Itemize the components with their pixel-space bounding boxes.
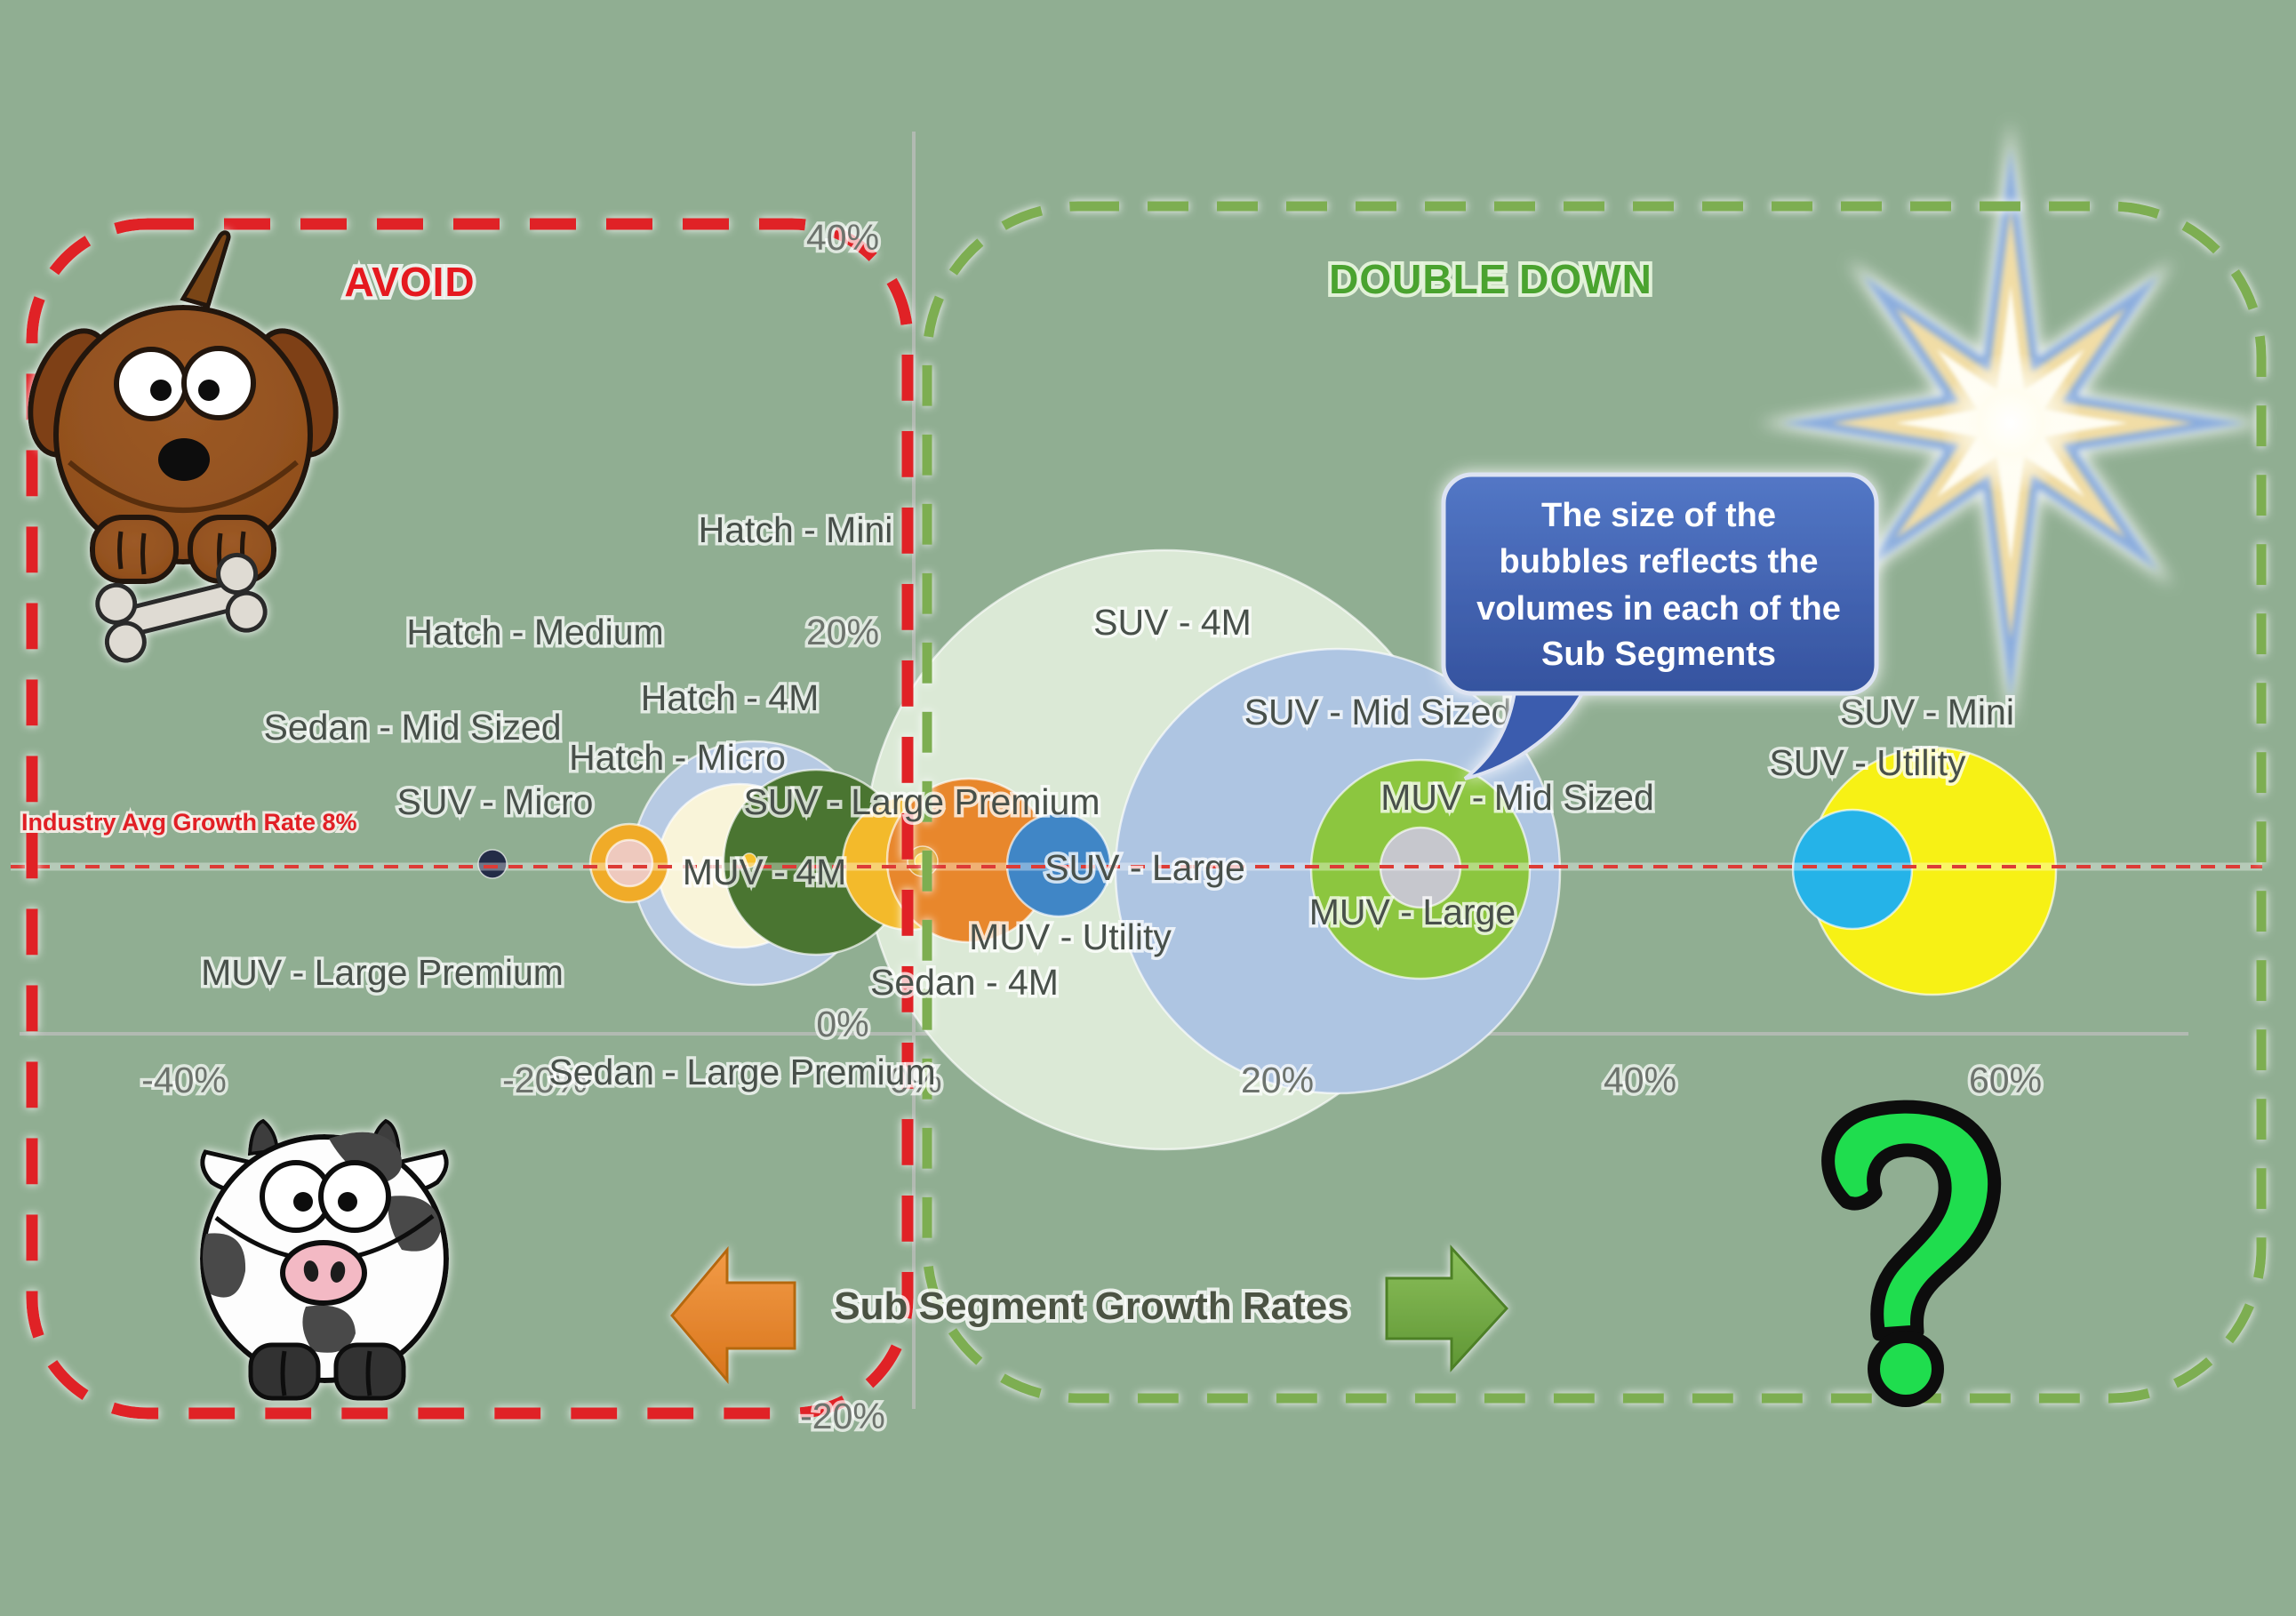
label-muv-large-premium: MUV - Large Premium bbox=[201, 952, 564, 993]
label-muv-mid-sized: MUV - Mid Sized bbox=[1380, 777, 1654, 818]
cow-right-nostril bbox=[330, 1261, 346, 1283]
star-icon bbox=[1758, 120, 2269, 729]
x-tick-0%: 0% bbox=[889, 1060, 941, 1100]
x-axis-title-group: Sub Segment Growth Rates bbox=[670, 1244, 1509, 1385]
left-arrow-icon bbox=[670, 1245, 796, 1385]
callout-line-3: volumes in each of the bbox=[1476, 590, 1841, 628]
y-tick-40%: 40% bbox=[806, 217, 879, 258]
callout-line-2: bubbles reflects the bbox=[1500, 543, 1819, 580]
label-sedan-mid-sized: Sedan - Mid Sized bbox=[263, 707, 561, 748]
question-mark-icon bbox=[1821, 1100, 2002, 1407]
x-axis-title: Sub Segment Growth Rates bbox=[834, 1284, 1348, 1328]
dog-left-paw bbox=[90, 515, 179, 584]
bubbles-layer bbox=[477, 548, 2058, 1151]
cow-head-patch bbox=[329, 1132, 403, 1184]
x-tick--20%: -20% bbox=[502, 1060, 588, 1100]
y-tick--20%: -20% bbox=[800, 1396, 885, 1436]
label-suv-mini: SUV - Mini bbox=[1840, 692, 2014, 732]
label-suv-mid-sized: SUV - Mid Sized bbox=[1244, 692, 1512, 732]
label-hatch-4m: Hatch - 4M bbox=[641, 677, 820, 718]
label-muv-4m: MUV - 4M bbox=[683, 852, 847, 892]
cow-icon bbox=[200, 1118, 449, 1401]
question-mark-dot bbox=[1868, 1331, 1944, 1407]
double-down-quadrant-box bbox=[922, 201, 2267, 1404]
dog-right-eye bbox=[181, 346, 256, 420]
x-tick--40%: -40% bbox=[141, 1060, 227, 1100]
dog-nose bbox=[158, 438, 210, 481]
y-tick-0%: 0% bbox=[816, 1004, 868, 1044]
avoid-quadrant-box bbox=[26, 218, 914, 1420]
label-hatch-micro: Hatch - Micro bbox=[569, 737, 786, 778]
label-hatch-medium: Hatch - Medium bbox=[406, 612, 663, 652]
bubble-suv-mini bbox=[1791, 808, 1914, 931]
label-sedan-large-premium: Sedan - Large Premium bbox=[548, 1052, 935, 1092]
label-muv-large: MUV - Large bbox=[1309, 892, 1516, 932]
speech-bubble-body bbox=[1441, 472, 1879, 696]
dog-tail bbox=[180, 230, 231, 309]
cow-left-horn bbox=[247, 1118, 280, 1156]
label-suv-large: SUV - Large bbox=[1044, 847, 1245, 888]
cow-left-nostril bbox=[303, 1260, 319, 1282]
dog-bone bbox=[95, 552, 268, 663]
dog-right-pupil bbox=[198, 380, 220, 401]
cow-right-pupil bbox=[338, 1192, 357, 1212]
dog-left-pupil bbox=[150, 380, 172, 401]
dog-smile bbox=[68, 460, 299, 513]
ticks-layer: -40% -20% 0% 20% 40% 60% 40% 20% 0% -20% bbox=[139, 214, 2045, 1440]
label-suv-4m: SUV - 4M bbox=[1093, 602, 1252, 643]
dog-icon bbox=[28, 230, 339, 663]
cow-left-pupil bbox=[293, 1192, 313, 1212]
label-muv-utility: MUV - Utility bbox=[969, 916, 1172, 957]
x-tick-40%: 40% bbox=[1604, 1060, 1676, 1100]
speech-bubble: The size of the bubbles reflects the vol… bbox=[1441, 472, 1879, 780]
bubble-sedan-mid-sized-inner bbox=[604, 838, 654, 888]
double-down-title: DOUBLE DOWN bbox=[1329, 256, 1652, 302]
cow-toe-lines bbox=[280, 1350, 372, 1396]
x-tick-60%: 60% bbox=[1969, 1060, 2042, 1100]
callout-line-4: Sub Segments bbox=[1541, 636, 1776, 673]
label-sedan-4m: Sedan - 4M bbox=[870, 962, 1059, 1003]
bubble-suv-micro bbox=[477, 849, 508, 879]
x-tick-20%: 20% bbox=[1241, 1060, 1314, 1100]
cow-belly-patch bbox=[302, 1305, 356, 1353]
label-suv-micro: SUV - Micro bbox=[397, 781, 594, 822]
callout-line-1: The size of the bbox=[1541, 497, 1776, 534]
dog-toes bbox=[117, 531, 246, 575]
label-hatch-mini: Hatch - Mini bbox=[699, 509, 893, 550]
right-arrow-icon bbox=[1385, 1244, 1509, 1372]
label-suv-utility: SUV - Utility bbox=[1770, 742, 1966, 783]
question-mark-hook bbox=[1821, 1100, 2002, 1341]
avoid-title: AVOID bbox=[344, 259, 475, 305]
cow-muzzle bbox=[280, 1240, 367, 1306]
y-tick-20%: 20% bbox=[806, 612, 879, 652]
dog-left-eye bbox=[114, 347, 188, 421]
label-suv-large-premium: SUV - Large Premium bbox=[743, 781, 1100, 822]
bubble-small-dot bbox=[741, 852, 757, 868]
cow-left-patch bbox=[203, 1233, 246, 1298]
industry-avg-label: Industry Avg Growth Rate 8% bbox=[21, 809, 357, 836]
dog-head bbox=[53, 305, 313, 564]
speech-bubble-tail bbox=[1463, 684, 1588, 780]
